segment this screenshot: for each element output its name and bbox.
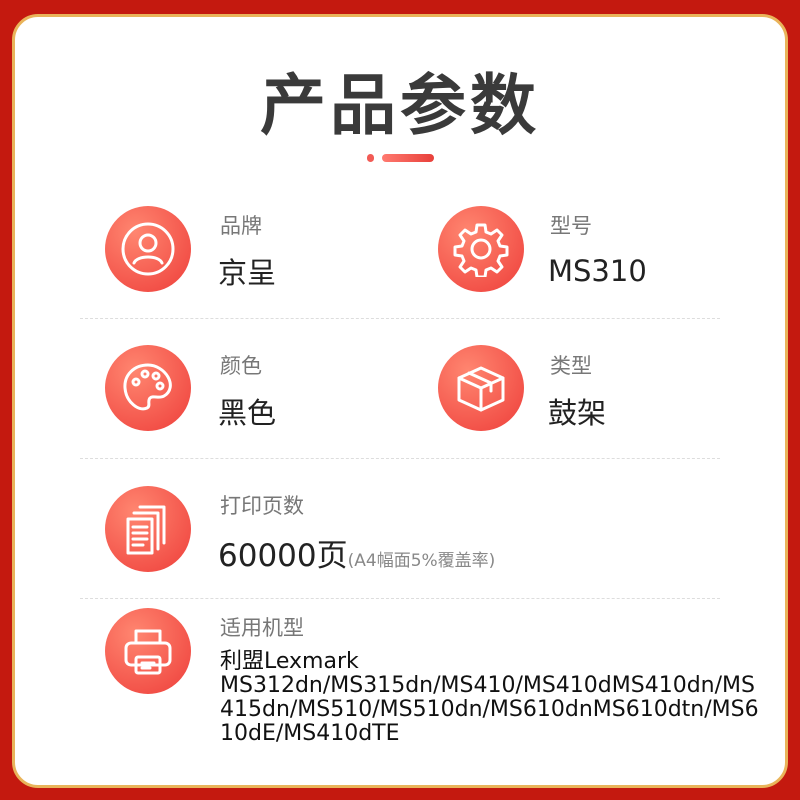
type-label: 类型 <box>550 354 592 378</box>
divider <box>80 458 720 459</box>
color-label: 颜色 <box>220 354 262 378</box>
documents-icon <box>105 486 191 572</box>
title-dot-decoration <box>367 154 374 162</box>
printer-icon <box>105 608 191 694</box>
pages-note: (A4幅面5%覆盖率) <box>347 551 496 571</box>
compatible-list: MS312dn/MS315dn/MS410/MS410dMS410dn/MS41… <box>220 673 759 746</box>
color-value: 黑色 <box>218 396 277 430</box>
pages-value: 60000页(A4幅面5%覆盖率) <box>218 530 495 575</box>
compatible-brand: 利盟Lexmark <box>220 649 359 674</box>
divider <box>80 598 720 599</box>
compatible-label: 适用机型 <box>220 616 304 640</box>
model-value: MS310 <box>548 254 647 288</box>
type-value: 鼓架 <box>548 396 607 430</box>
user-icon <box>105 206 191 292</box>
divider <box>80 318 720 319</box>
palette-icon <box>105 345 191 431</box>
model-label: 型号 <box>550 214 592 238</box>
page-title: 产品参数 <box>260 67 540 144</box>
gear-icon <box>438 206 524 292</box>
brand-value: 京呈 <box>218 256 277 290</box>
brand-label: 品牌 <box>220 214 262 238</box>
pages-count: 60000页 <box>218 538 348 574</box>
pages-label: 打印页数 <box>220 494 304 518</box>
box-icon <box>438 345 524 431</box>
title-bar-decoration <box>382 154 434 162</box>
